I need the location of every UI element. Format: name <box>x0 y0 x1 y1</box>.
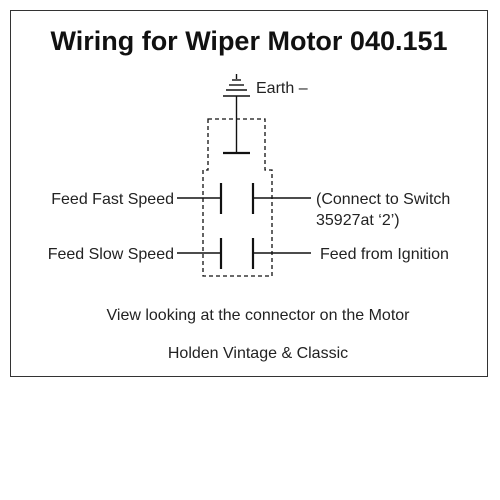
connect-switch-label-2: 35927at ‘2’) <box>316 212 400 229</box>
credit-caption: Holden Vintage & Classic <box>168 345 348 362</box>
connector-outline <box>202 118 273 277</box>
diagram-title: Wiring for Wiper Motor 040.151 <box>50 26 447 56</box>
connect-switch-label: (Connect to Switch <box>316 191 450 208</box>
view-note-caption: View looking at the connector on the Mot… <box>107 307 411 324</box>
feed-fast-label: Feed Fast Speed <box>51 191 174 208</box>
earth-label: Earth – <box>256 80 308 97</box>
feed-slow-label: Feed Slow Speed <box>48 246 174 263</box>
diagram-frame <box>10 10 488 377</box>
earth-ground-icon <box>223 74 250 153</box>
feed-ignition-label: Feed from Ignition <box>320 246 449 263</box>
